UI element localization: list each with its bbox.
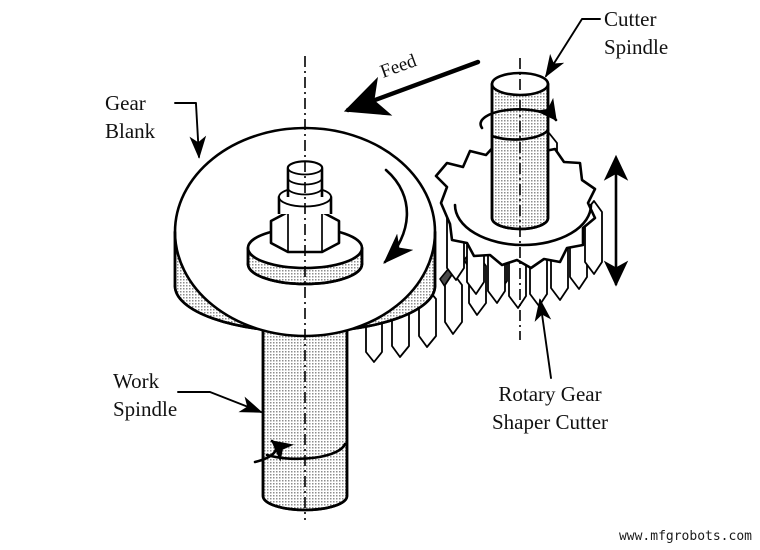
cutter-spindle-callout: Cutter Spindle xyxy=(544,7,668,78)
rotary-gear-shaper-cutter xyxy=(434,71,603,309)
cutter-spindle-label-line2: Spindle xyxy=(604,35,668,59)
blank-tooth xyxy=(444,272,463,335)
cutter-spindle-leader xyxy=(544,18,601,78)
watermark-text: www.mfgrobots.com xyxy=(619,529,752,544)
centerlines xyxy=(304,56,521,520)
clamp-washer-bottom-edge xyxy=(246,262,364,286)
cutter-hub-inner-rim xyxy=(453,203,593,247)
work-spindle-leader xyxy=(177,391,263,413)
cutter-spindle-rotation-arrow xyxy=(479,97,558,130)
hex-nut-facet-lines xyxy=(287,211,323,253)
work-spindle-rotation-arrow xyxy=(253,439,295,464)
rotary-cutter-label-line2: Shaper Cutter xyxy=(492,410,608,434)
work-spindle-label-line2: Spindle xyxy=(113,397,177,421)
gear-blank-leader xyxy=(174,102,207,159)
rotary-cutter-leader xyxy=(534,298,552,379)
blank-rotation-arrow xyxy=(383,168,414,264)
work-spindle-assembly xyxy=(253,298,349,512)
cutter-spindle-rotation-arc-front xyxy=(490,128,550,141)
work-spindle-outline xyxy=(261,298,349,512)
work-spindle-label-line1: Work xyxy=(113,369,160,393)
gear-blank-label-line2: Blank xyxy=(105,119,156,143)
rotary-cutter-label-line1: Rotary Gear xyxy=(498,382,601,406)
rotary-cutter-callout: Rotary Gear Shaper Cutter xyxy=(492,298,608,434)
cutter-spindle-label-line1: Cutter xyxy=(604,7,657,31)
blank-rotation-annotation xyxy=(383,168,414,264)
stud-thread-line xyxy=(287,187,323,196)
work-spindle-callout: Work Spindle xyxy=(113,369,263,421)
gear-blank-callout: Gear Blank xyxy=(105,91,207,159)
gear-blank-label-line1: Gear xyxy=(105,91,146,115)
feed-arrow xyxy=(343,59,481,116)
